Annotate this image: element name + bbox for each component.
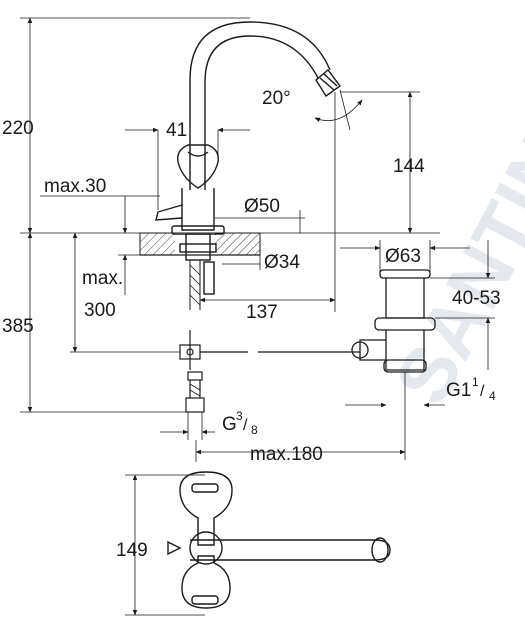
dim-drain-thread-slash: / [480,383,485,400]
faucet-top-view [167,471,391,609]
dim-conn-thread-den: 8 [251,423,258,437]
popup-linkage [70,330,360,370]
dim-conn-thread: G 3 / 8 [222,409,258,437]
dim-conn-thread-num: 3 [236,409,243,423]
watermark-text: SANTINO [377,67,525,418]
countertop [20,232,440,256]
dim-40-53: 40-53 [452,288,501,309]
drain-assembly [351,269,436,460]
dim-diameter-34: Ø34 [264,252,300,273]
dim-diameter-50: Ø50 [244,196,280,217]
dim-max-180: max.180 [250,444,323,465]
faucet-body [155,21,341,310]
dim-220: 220 [2,118,34,139]
dim-drain-thread-num: 1 [472,375,479,389]
dimension-lines [20,17,495,616]
dim-drain-thread-base: G1 [446,380,471,401]
dim-20-degrees: 20° [262,88,291,109]
dim-385: 385 [2,316,34,337]
dim-conn-thread-base: G [222,414,237,435]
dim-144: 144 [393,156,425,177]
supply-connection [185,371,205,413]
dim-41: 41 [166,120,187,141]
dim-drain-thread-den: 4 [489,389,496,403]
dim-max30: max.30 [44,176,106,197]
dim-conn-thread-slash: / [243,417,248,434]
dim-max-300: 300 [84,300,116,321]
dim-diameter-63: Ø63 [385,246,421,267]
dim-149: 149 [116,540,148,561]
dim-max-label: max. [82,268,123,289]
dim-drain-thread: G1 1 / 4 [446,375,496,403]
dim-137: 137 [246,302,278,323]
